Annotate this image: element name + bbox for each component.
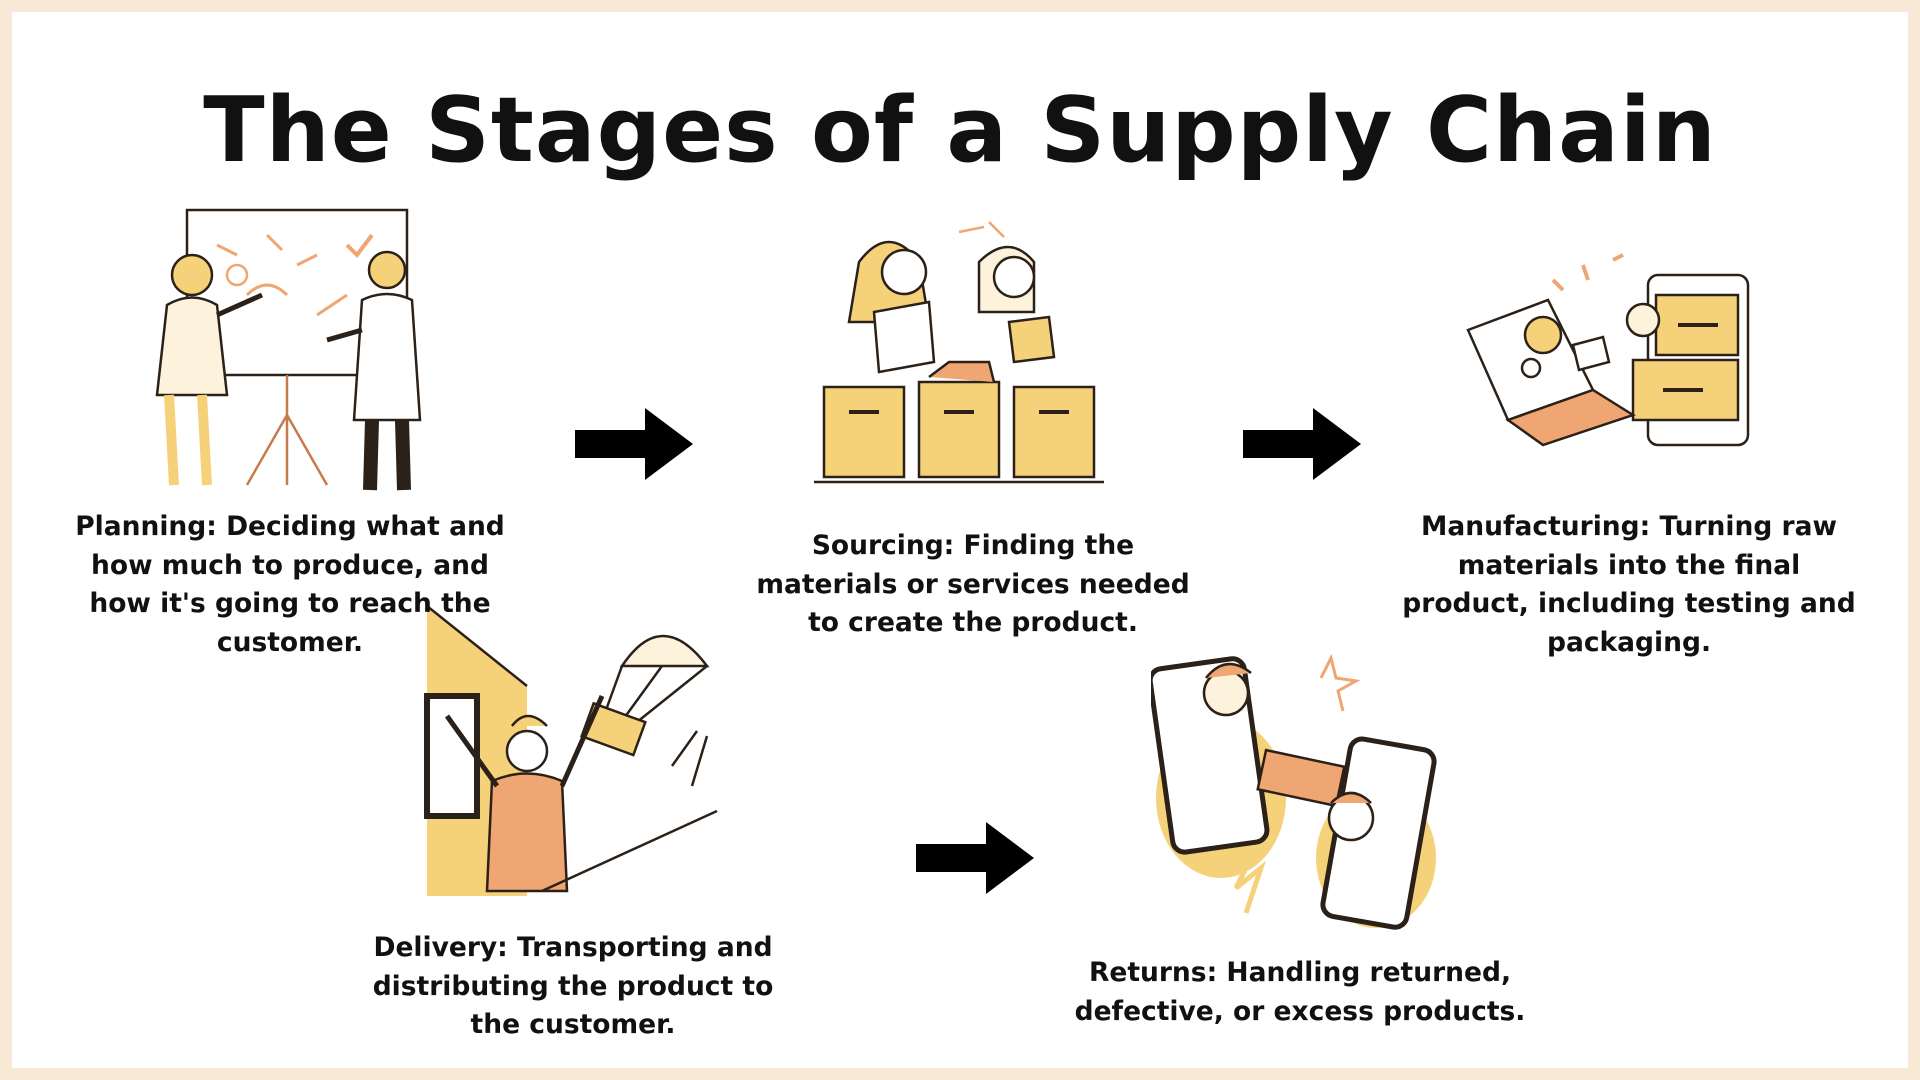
- caption-line: defective, or excess products.: [1074, 995, 1526, 1027]
- caption-line: product, including testing and: [1402, 588, 1856, 619]
- planning-caption: Planning: Deciding what and how much to …: [70, 508, 510, 662]
- planning-illustration: [155, 208, 422, 491]
- caption-line: customer.: [216, 626, 364, 658]
- caption-line: how much to produce, and: [91, 549, 489, 581]
- caption-line: Manufacturing: Turning raw: [1421, 511, 1837, 542]
- delivery-caption: Delivery: Transporting and distributing …: [353, 929, 793, 1045]
- manufacturing-illustration: [1466, 253, 1750, 447]
- caption-line: distributing the product to: [372, 970, 774, 1002]
- caption-line: materials into the final: [1457, 549, 1801, 581]
- manufacturing-caption: Manufacturing: Turning raw materials int…: [1399, 508, 1859, 662]
- slide-card: [12, 12, 1908, 1068]
- page-title: The Stages of a Supply Chain: [203, 78, 1717, 183]
- caption-line: Delivery: Transporting and: [373, 932, 773, 963]
- returns-caption: Returns: Handling returned, defective, o…: [1070, 954, 1530, 1031]
- sourcing-illustration: [814, 221, 1104, 484]
- returns-illustration: [1151, 653, 1437, 930]
- caption-line: to create the product.: [808, 607, 1138, 638]
- arrow-sourcing-to-manufacturing-icon: [1243, 408, 1361, 480]
- caption-line: the customer.: [470, 1009, 676, 1040]
- arrow-planning-to-sourcing-icon: [575, 408, 693, 480]
- arrow-delivery-to-returns-icon: [916, 822, 1034, 894]
- sourcing-caption: Sourcing: Finding the materials or servi…: [753, 527, 1193, 643]
- caption-line: packaging.: [1546, 626, 1712, 658]
- caption-line: Planning: Deciding what and: [75, 511, 505, 542]
- delivery-illustration: [424, 606, 718, 896]
- caption-line: materials or services needed: [756, 568, 1190, 600]
- caption-line: how it's going to reach the: [89, 588, 491, 619]
- caption-line: Sourcing: Finding the: [811, 530, 1135, 561]
- caption-line: Returns: Handling returned,: [1088, 957, 1512, 988]
